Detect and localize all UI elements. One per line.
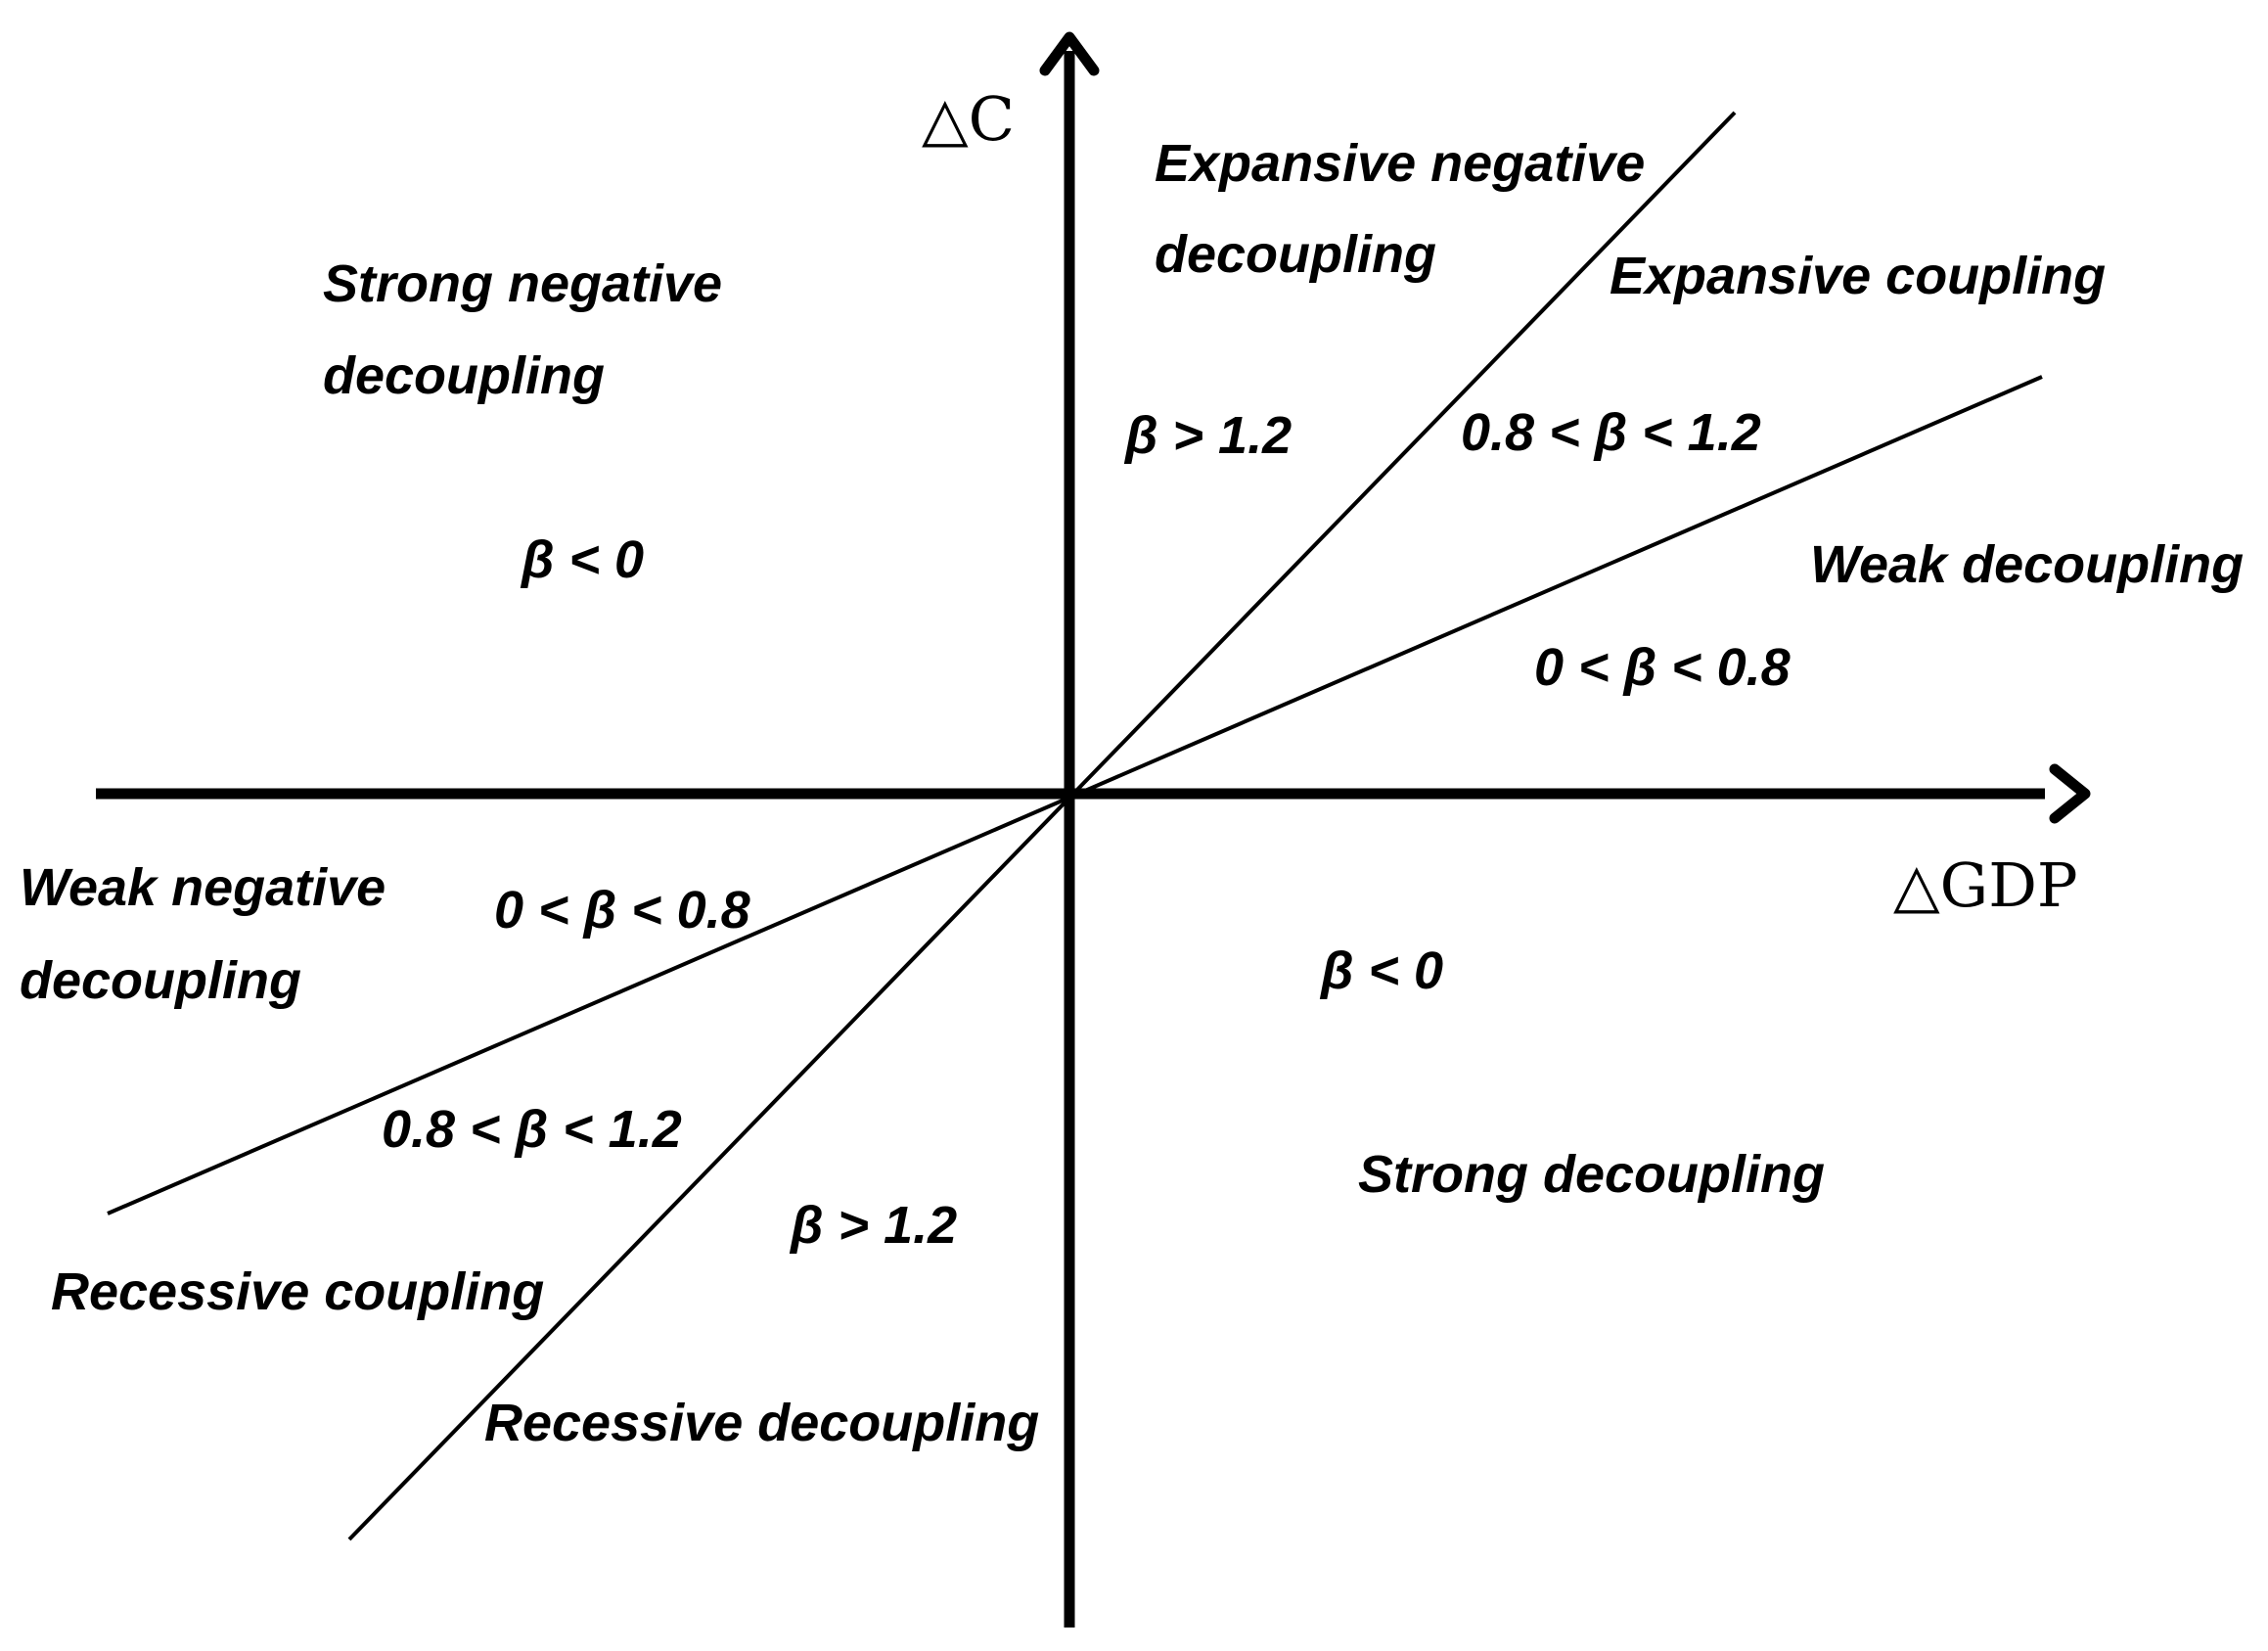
region-weak-decoupling: Weak decoupling [1810,535,2244,594]
region-expansive-negative-decoupling-line1: Expansive negative [1155,134,1645,193]
region-recessive-coupling: Recessive coupling [51,1262,544,1321]
steep-boundary-line [347,111,1737,1541]
beta-lower-middle: 0.8 < β < 1.2 [382,1100,682,1159]
region-expansive-coupling: Expansive coupling [1610,247,2106,305]
x-axis-arrowhead [2049,763,2091,824]
y-axis-label: △C [922,83,1015,155]
beta-upper-steep: β > 1.2 [1123,406,1292,465]
region-recessive-decoupling: Recessive decoupling [484,1394,1039,1452]
beta-upper-left: β < 0 [520,530,644,589]
beta-upper-middle: 0.8 < β < 1.2 [1461,403,1761,462]
beta-lower-right: β < 0 [1319,941,1443,1000]
x-axis-label: △GDP [1893,849,2078,921]
region-strong-negative-decoupling-line2: decoupling [323,346,605,405]
beta-lower-shallow: 0 < β < 0.8 [494,881,750,940]
y-axis-arrowhead [1039,31,1100,76]
region-strong-negative-decoupling-line1: Strong negative [323,254,722,313]
region-expansive-negative-decoupling-line2: decoupling [1155,225,1436,284]
region-weak-negative-decoupling-line1: Weak negative [20,858,386,917]
beta-upper-shallow: 0 < β < 0.8 [1534,638,1791,697]
beta-lower-steep: β > 1.2 [789,1196,957,1255]
region-weak-negative-decoupling-line2: decoupling [20,951,301,1010]
region-strong-decoupling: Strong decoupling [1358,1145,1825,1204]
